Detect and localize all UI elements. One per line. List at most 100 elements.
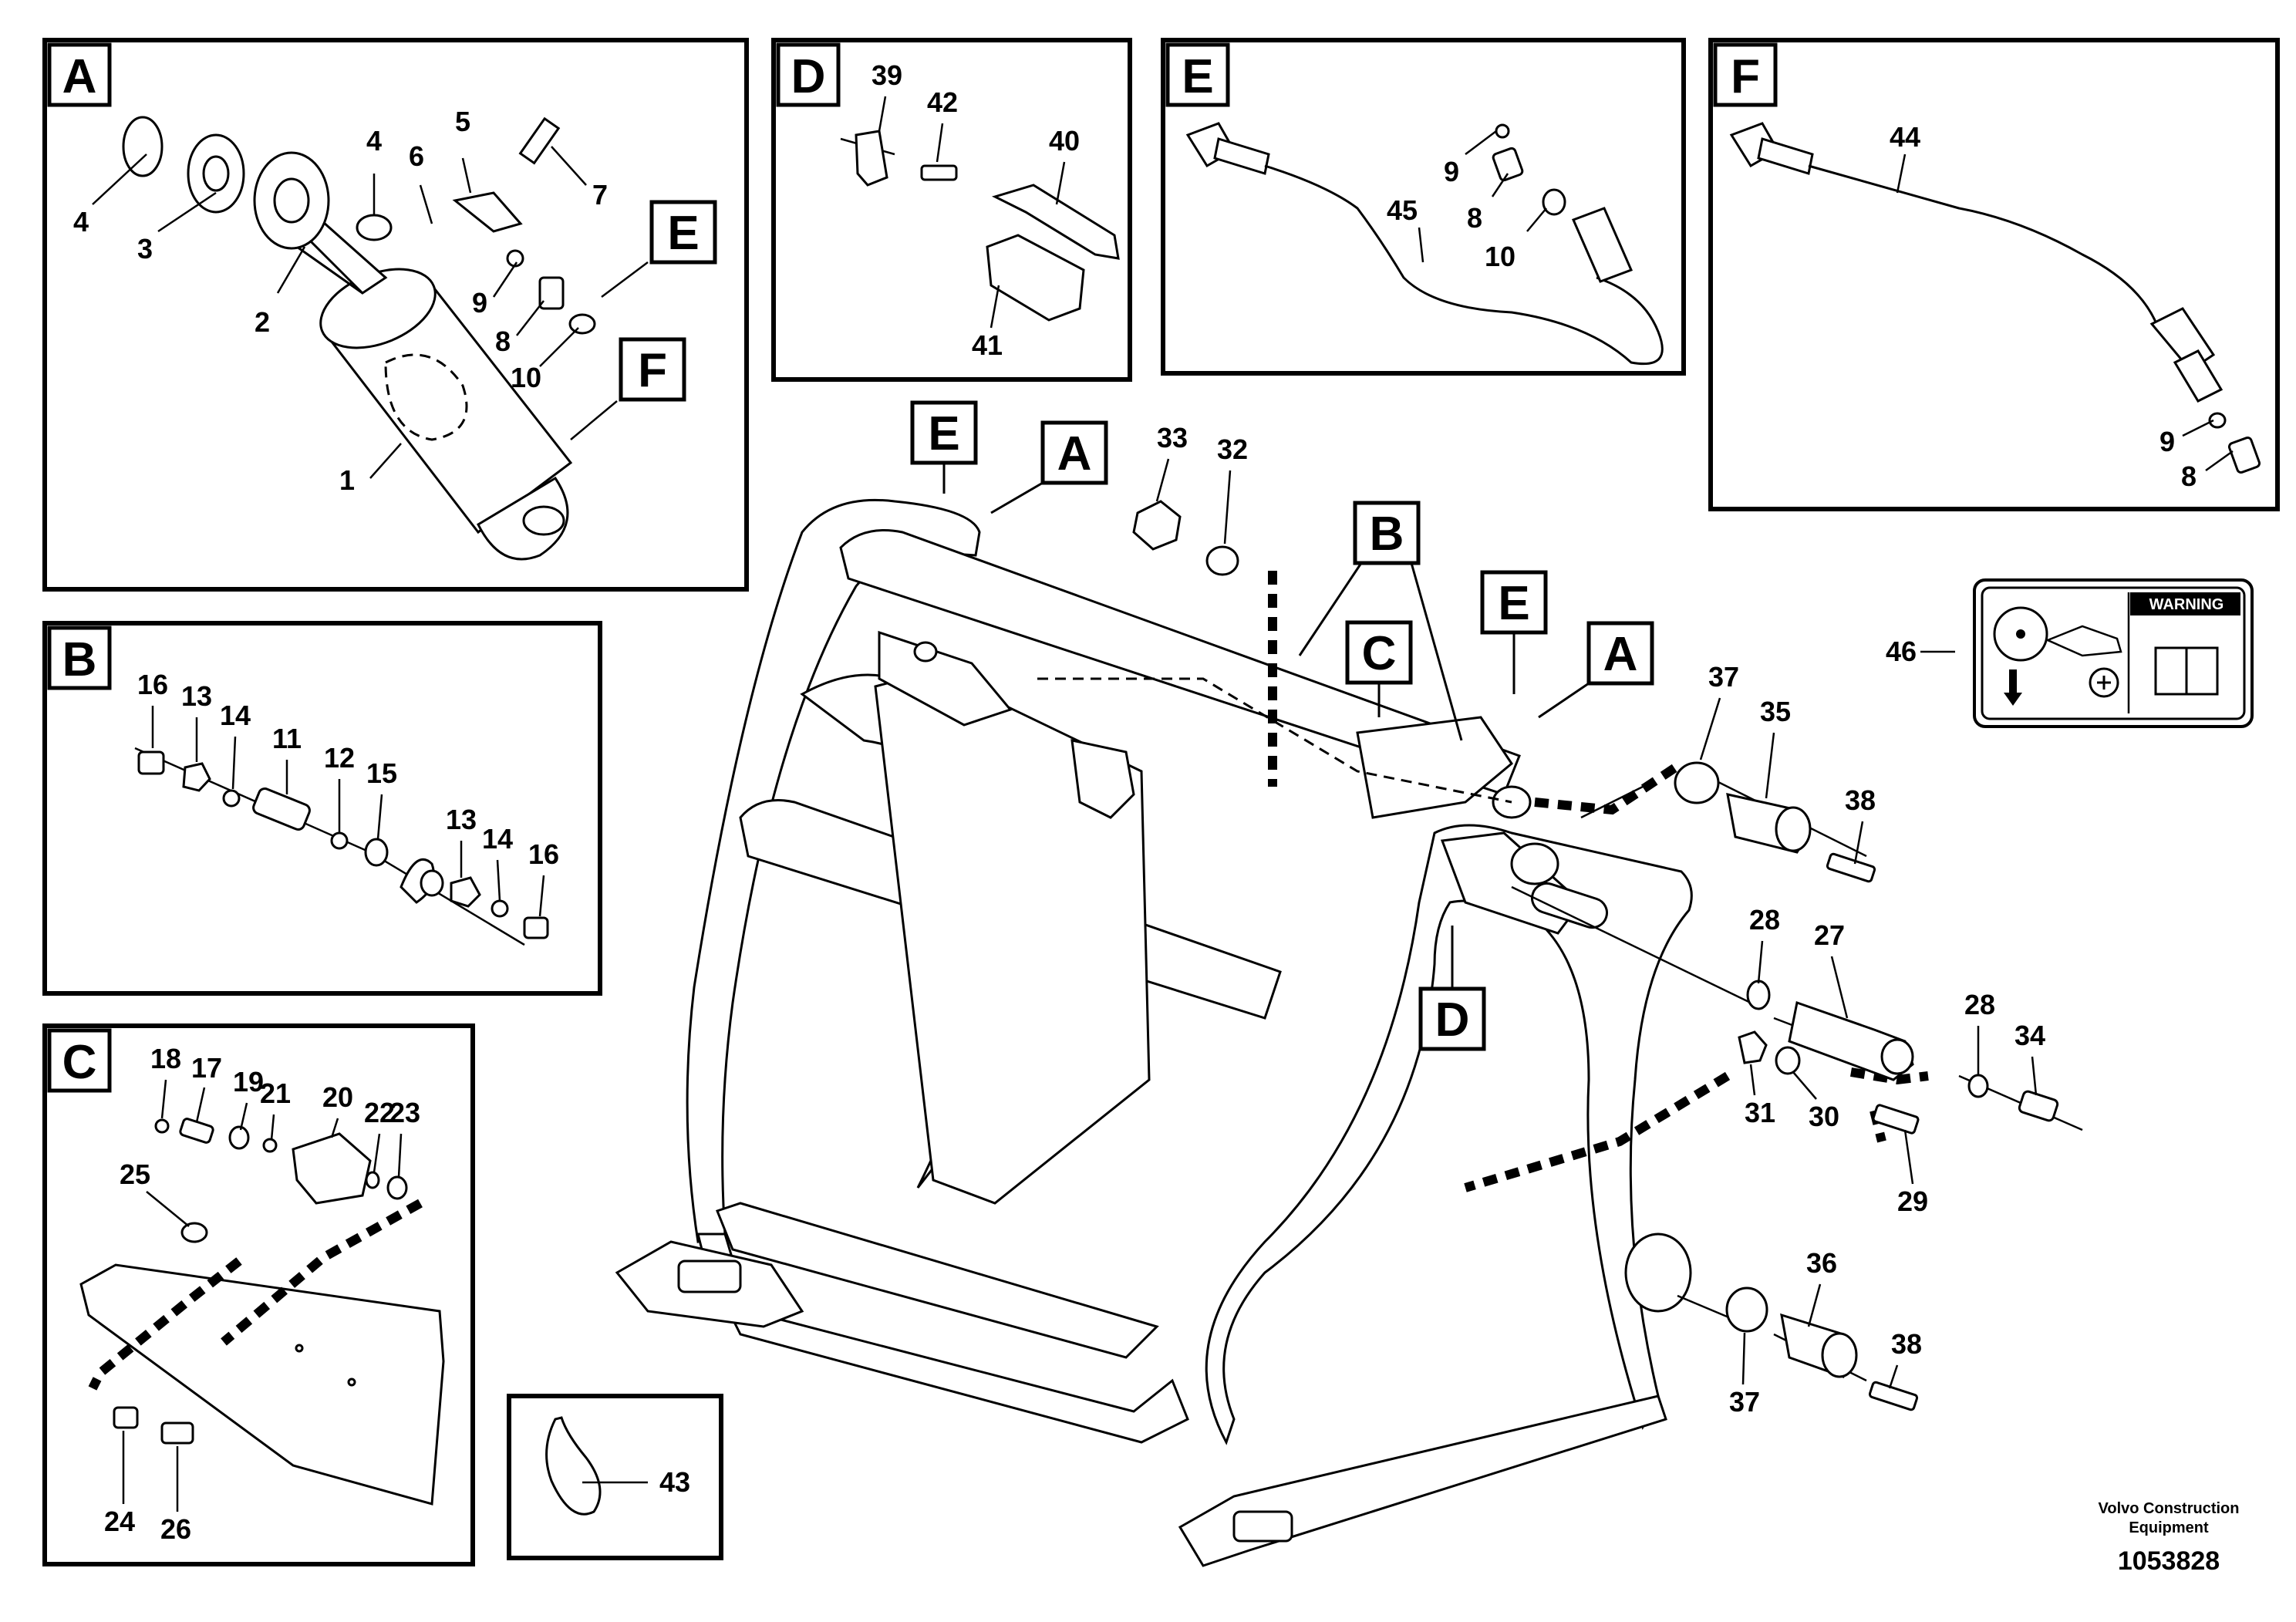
hose-44 xyxy=(1808,164,2161,332)
callout-26: 26 xyxy=(160,1513,191,1545)
ref-tag-f: F xyxy=(638,344,667,397)
callout-4: 4 xyxy=(366,125,382,157)
bolt-26 xyxy=(160,1421,194,1445)
callout-1: 1 xyxy=(339,464,355,496)
callout-5: 5 xyxy=(455,106,470,137)
callout-11: 11 xyxy=(272,723,302,754)
callout-8: 8 xyxy=(495,325,511,357)
grapple-frame xyxy=(615,498,1693,1567)
retaining-ring-4a xyxy=(122,116,164,177)
nut-31 xyxy=(1738,1030,1768,1064)
main-parts xyxy=(1132,500,2059,1411)
callout-45: 45 xyxy=(1387,194,1418,226)
washer-15 xyxy=(364,838,389,867)
ref-tag-a: A xyxy=(1603,628,1638,681)
callout-28: 28 xyxy=(1964,989,1995,1020)
nipple-17 xyxy=(179,1118,214,1144)
brand-line-2: Equipment xyxy=(2129,1519,2209,1536)
nipple-8f xyxy=(2227,436,2261,474)
panel-d-tag: D xyxy=(791,50,826,103)
ref-tag-a: A xyxy=(1057,427,1092,481)
panel-b: B 16 13 14 11 12 15 13 14 xyxy=(42,621,602,996)
connector-20 xyxy=(292,1132,372,1205)
callout-6: 6 xyxy=(409,140,424,172)
mounting-plate xyxy=(79,1263,445,1506)
callout-35: 35 xyxy=(1760,696,1791,727)
callout-10: 10 xyxy=(511,362,541,393)
panel-e-tag: E xyxy=(1182,50,1213,103)
main-ref-tags: E A B C E A D xyxy=(910,400,1654,1051)
callout-17: 17 xyxy=(191,1052,222,1084)
washer-32 xyxy=(1205,545,1239,576)
callout-14: 14 xyxy=(482,823,513,855)
ref-tag-d: D xyxy=(1435,993,1470,1047)
hydraulic-cylinder xyxy=(291,214,573,561)
callout-13: 13 xyxy=(181,680,212,712)
callout-25: 25 xyxy=(120,1158,150,1190)
callout-39: 39 xyxy=(872,59,902,91)
nut-24 xyxy=(113,1406,139,1429)
callout-18: 18 xyxy=(150,1043,181,1074)
ref-tag-b: B xyxy=(1370,508,1404,561)
panel-cable-tie: 43 xyxy=(507,1394,723,1560)
callout-28: 28 xyxy=(1749,904,1780,936)
callout-10: 10 xyxy=(1485,241,1515,272)
callout-36: 36 xyxy=(1806,1247,1837,1279)
nipple-34 xyxy=(2018,1090,2059,1122)
footer: Volvo Construction Equipment 1053828 xyxy=(2099,1500,2240,1576)
callout-34: 34 xyxy=(2014,1020,2045,1051)
block-41 xyxy=(986,234,1085,322)
bolt-42 xyxy=(920,164,958,181)
bracket-39 xyxy=(855,130,888,187)
callout-24: 24 xyxy=(104,1506,135,1537)
callout-41: 41 xyxy=(972,329,1003,361)
callout-8: 8 xyxy=(1467,202,1482,234)
callout-22: 22 xyxy=(364,1097,395,1128)
nipple-8 xyxy=(538,276,565,310)
callout-44: 44 xyxy=(1890,121,1920,153)
callout-32: 32 xyxy=(1217,433,1248,465)
ref-tag-e: E xyxy=(928,407,959,460)
callout-37: 37 xyxy=(1708,661,1739,693)
callout-38: 38 xyxy=(1845,784,1876,816)
bolt-38b xyxy=(1868,1381,1919,1411)
panel-c-tag: C xyxy=(62,1036,97,1089)
callout-16: 16 xyxy=(528,838,559,870)
panel-f-tag: F xyxy=(1731,50,1760,103)
ref-tag-e: E xyxy=(667,207,699,260)
callout-9: 9 xyxy=(2159,426,2175,457)
coupling-11 xyxy=(252,787,311,831)
panel-b-tag: B xyxy=(62,633,97,686)
panel-c: C 18 17 19 21 20 22 xyxy=(42,1023,475,1566)
callout-12: 12 xyxy=(324,742,355,774)
panel-a: A xyxy=(42,38,749,592)
callout-8: 8 xyxy=(2181,460,2197,492)
callout-23: 23 xyxy=(389,1097,420,1128)
bolt-7 xyxy=(518,116,561,165)
washer-25 xyxy=(180,1222,208,1243)
callout-21: 21 xyxy=(260,1077,291,1109)
nut-13a xyxy=(182,762,211,792)
callout-9: 9 xyxy=(1444,156,1459,187)
callout-9: 9 xyxy=(472,287,487,319)
callout-38: 38 xyxy=(1891,1328,1922,1360)
washer-37a xyxy=(1674,761,1720,804)
callout-20: 20 xyxy=(322,1081,353,1113)
bolt-29 xyxy=(1872,1104,1920,1135)
panel-a-tag: A xyxy=(62,50,97,103)
callout-19: 19 xyxy=(233,1066,264,1098)
plug-16b xyxy=(523,916,549,939)
callout-2: 2 xyxy=(255,306,270,338)
callout-40: 40 xyxy=(1049,125,1080,157)
ref-tag-e: E xyxy=(1498,577,1529,630)
callout-15: 15 xyxy=(366,757,397,789)
brand-line-1: Volvo Construction xyxy=(2099,1500,2240,1517)
nipple-8e xyxy=(1492,147,1524,182)
nut-13b xyxy=(450,876,481,908)
document-number: 1053828 xyxy=(2118,1546,2220,1576)
ref-tag-c: C xyxy=(1362,627,1397,680)
bolt-38a xyxy=(1826,852,1876,883)
callout-16: 16 xyxy=(137,669,168,700)
cable-tie-43 xyxy=(545,1416,602,1516)
